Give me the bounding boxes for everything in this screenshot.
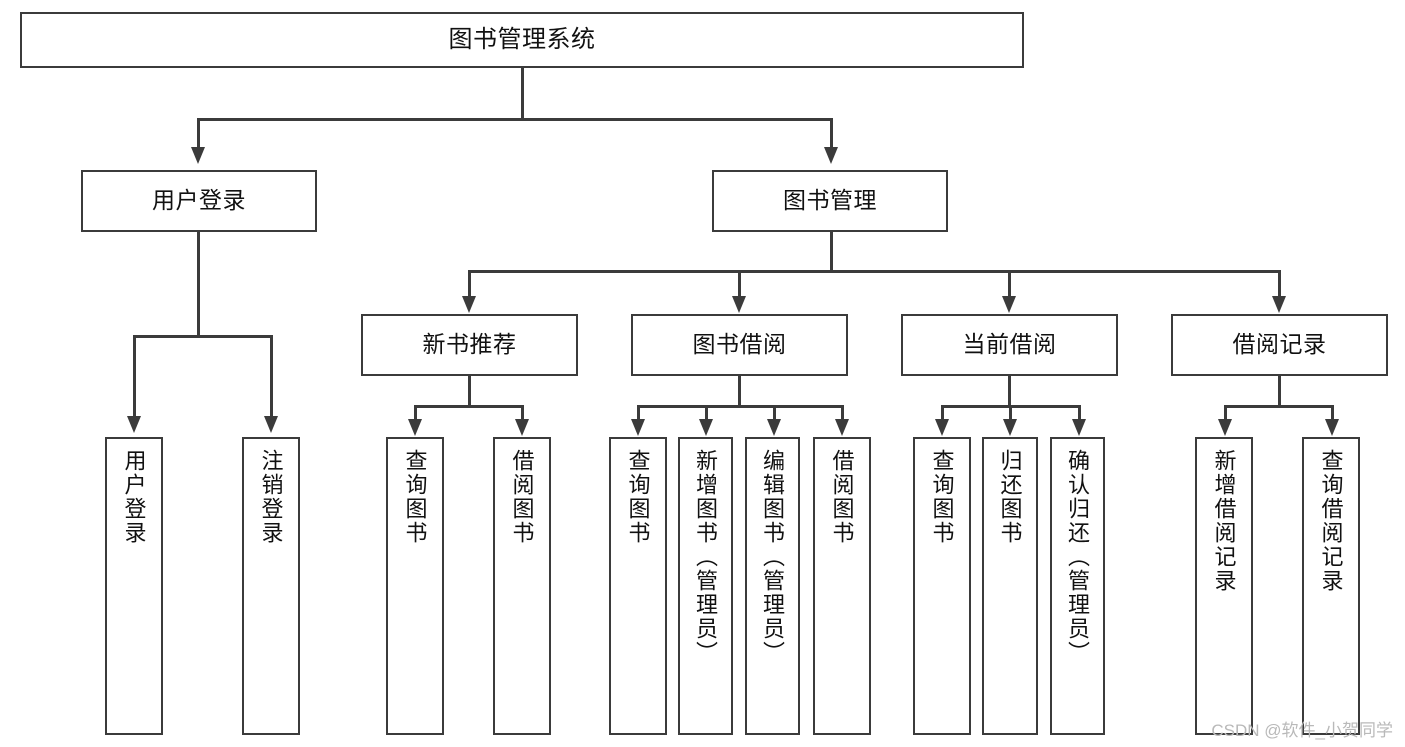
arrow-current-borrow-child-3	[1072, 419, 1086, 436]
leaf-borrow-book[interactable]: 借阅图书	[813, 437, 871, 735]
edge-level2-bus	[197, 118, 832, 121]
node-label: 图书管理	[783, 187, 877, 214]
leaf-return-book[interactable]: 归还图书	[982, 437, 1038, 735]
edge-current-borrow-stem	[1008, 376, 1011, 405]
leaf-add-book-admin[interactable]: 新增图书（管理员）	[678, 437, 733, 735]
edge-new-book-bus	[414, 405, 524, 408]
arrow-current-borrow-child-2	[1003, 419, 1017, 436]
node-label: 图书借阅	[692, 331, 787, 358]
arrow-to-new-book	[462, 296, 476, 313]
edge-current-borrow-child-1	[941, 405, 944, 421]
edge-to-book-borrow	[738, 270, 741, 298]
edge-to-book-manage	[830, 118, 833, 149]
node-label: 新增图书（管理员）	[693, 449, 719, 665]
leaf-query-book-new[interactable]: 查询图书	[386, 437, 444, 735]
node-label: 编辑图书（管理员）	[760, 449, 786, 665]
node-label: 当前借阅	[962, 331, 1057, 358]
edge-borrow-record-child-1	[1224, 405, 1227, 421]
node-label: 确认归还（管理员）	[1065, 449, 1091, 665]
edge-book-manage-stem	[830, 232, 833, 270]
leaf-user-login[interactable]: 用户登录	[105, 437, 163, 735]
arrow-user-login-child-2	[264, 416, 278, 433]
node-label: 查询图书	[929, 449, 955, 545]
leaf-borrow-book-new[interactable]: 借阅图书	[493, 437, 551, 735]
leaf-add-borrow-record[interactable]: 新增借阅记录	[1195, 437, 1253, 735]
edge-new-book-child-2	[521, 405, 524, 421]
node-label: 查询图书	[625, 449, 651, 545]
node-label: 图书管理系统	[448, 25, 596, 53]
node-label: 借阅图书	[829, 449, 855, 545]
edge-user-login-stem	[197, 232, 200, 335]
node-label: 借阅记录	[1232, 331, 1327, 358]
edge-new-book-stem	[468, 376, 471, 405]
node-book-borrow[interactable]: 图书借阅	[631, 314, 848, 376]
node-new-book-recommend[interactable]: 新书推荐	[361, 314, 578, 376]
edge-to-new-book	[468, 270, 471, 298]
arrow-user-login-child-1	[127, 416, 141, 433]
edge-to-user-login	[197, 118, 200, 149]
arrow-book-borrow-child-3	[767, 419, 781, 436]
node-label: 借阅图书	[509, 449, 535, 545]
csdn-watermark: CSDN @软件_小贺同学	[1211, 721, 1393, 740]
edge-book-borrow-child-1	[637, 405, 640, 421]
node-label: 注销登录	[258, 449, 284, 545]
edge-current-borrow-child-2	[1009, 405, 1012, 421]
arrow-to-book-borrow	[732, 296, 746, 313]
edge-current-borrow-child-3	[1078, 405, 1081, 421]
arrow-book-borrow-child-4	[835, 419, 849, 436]
arrow-book-borrow-child-1	[631, 419, 645, 436]
arrow-current-borrow-child-1	[935, 419, 949, 436]
edge-book-borrow-bus	[637, 405, 843, 408]
arrow-to-borrow-record	[1272, 296, 1286, 313]
leaf-edit-book-admin[interactable]: 编辑图书（管理员）	[745, 437, 800, 735]
edge-borrow-record-stem	[1278, 376, 1281, 405]
edge-user-login-child-1	[133, 335, 136, 418]
edge-borrow-record-bus	[1224, 405, 1334, 408]
edge-book-borrow-stem	[738, 376, 741, 405]
leaf-confirm-return-admin[interactable]: 确认归还（管理员）	[1050, 437, 1105, 735]
leaf-query-borrow-record[interactable]: 查询借阅记录	[1302, 437, 1360, 735]
node-current-borrow[interactable]: 当前借阅	[901, 314, 1118, 376]
edge-user-login-bus	[133, 335, 272, 338]
edge-borrow-record-child-2	[1331, 405, 1334, 421]
node-label: 用户登录	[121, 449, 147, 545]
node-label: 新书推荐	[422, 331, 517, 358]
node-label: 用户登录	[152, 187, 246, 214]
node-label: 查询借阅记录	[1318, 449, 1344, 593]
node-label: 新增借阅记录	[1211, 449, 1237, 593]
arrow-to-current-borrow	[1002, 296, 1016, 313]
arrow-new-book-child-2	[515, 419, 529, 436]
leaf-logout[interactable]: 注销登录	[242, 437, 300, 735]
arrow-new-book-child-1	[408, 419, 422, 436]
arrow-to-book-manage	[824, 147, 838, 164]
node-label: 归还图书	[997, 449, 1023, 545]
arrow-borrow-record-child-2	[1325, 419, 1339, 436]
edge-level3-bus	[468, 270, 1280, 273]
arrow-book-borrow-child-2	[699, 419, 713, 436]
node-book-management[interactable]: 图书管理	[712, 170, 948, 232]
edge-book-borrow-child-4	[841, 405, 844, 421]
node-borrow-record[interactable]: 借阅记录	[1171, 314, 1388, 376]
edge-root-stem	[521, 68, 524, 118]
leaf-query-book-borrow[interactable]: 查询图书	[609, 437, 667, 735]
edge-user-login-child-2	[270, 335, 273, 418]
edge-book-borrow-child-2	[705, 405, 708, 421]
leaf-query-book-current[interactable]: 查询图书	[913, 437, 971, 735]
arrow-to-user-login	[191, 147, 205, 164]
arrow-borrow-record-child-1	[1218, 419, 1232, 436]
edge-book-borrow-child-3	[773, 405, 776, 421]
node-label: 查询图书	[402, 449, 428, 545]
node-root-system[interactable]: 图书管理系统	[20, 12, 1024, 68]
edge-new-book-child-1	[414, 405, 417, 421]
edge-to-borrow-record	[1278, 270, 1281, 298]
edge-to-current-borrow	[1008, 270, 1011, 298]
node-user-login[interactable]: 用户登录	[81, 170, 317, 232]
